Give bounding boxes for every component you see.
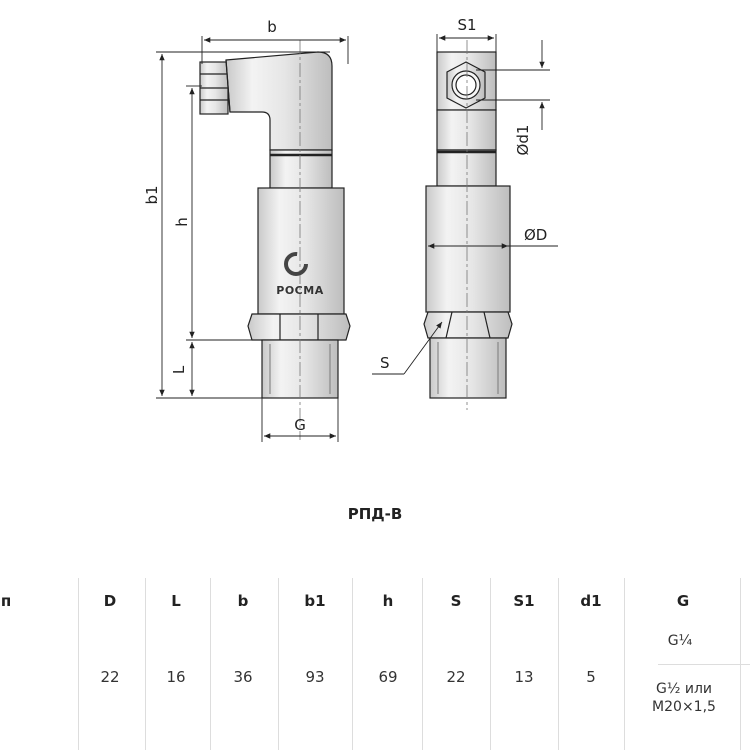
front-view xyxy=(199,51,351,399)
label-D: ØD xyxy=(524,226,547,244)
label-h: h xyxy=(173,217,191,227)
dim-h xyxy=(186,85,252,341)
table-divider xyxy=(422,578,423,750)
dim-b1 xyxy=(156,51,330,399)
dim-d1 xyxy=(476,40,550,130)
g-line-2: M20×1,5 xyxy=(652,699,716,715)
table-cell-b: 36 xyxy=(233,668,253,686)
table-cell-G-2: G½ или M20×1,5 xyxy=(639,680,729,716)
label-S: S xyxy=(380,354,390,372)
table-divider xyxy=(624,578,625,750)
label-G: G xyxy=(294,416,306,434)
table-header-S: S xyxy=(450,592,462,610)
side-view xyxy=(423,51,513,399)
table-divider xyxy=(278,578,279,750)
label-b1: b1 xyxy=(143,185,161,204)
dim-S1 xyxy=(436,34,497,54)
table-header-h: h xyxy=(382,592,394,610)
table-header-D: D xyxy=(103,592,117,610)
table-cell-G-1: G¼ xyxy=(667,633,693,649)
table-cell-b1: 93 xyxy=(305,668,325,686)
table-divider xyxy=(78,578,79,750)
table-header-S1: S1 xyxy=(513,592,535,610)
dim-G xyxy=(261,398,339,442)
logo-text: РОСМА xyxy=(276,284,323,297)
g-line-1: G½ или xyxy=(655,681,712,697)
table-header-L: L xyxy=(171,592,181,610)
dim-S xyxy=(372,321,443,375)
table-cell-S1: 13 xyxy=(514,668,534,686)
table-cell-h: 69 xyxy=(378,668,398,686)
table-header-n: п xyxy=(0,592,12,610)
table-divider xyxy=(490,578,491,750)
label-S1: S1 xyxy=(457,16,476,34)
label-b: b xyxy=(267,18,277,36)
table-divider xyxy=(145,578,146,750)
rosma-logo: РОСМА xyxy=(276,252,323,297)
table-cell-S: 22 xyxy=(446,668,466,686)
model-title: РПД-В xyxy=(347,505,403,523)
table-header-d1: d1 xyxy=(580,592,602,610)
table-divider xyxy=(352,578,353,750)
table-cell-D: 22 xyxy=(100,668,120,686)
table-cell-L: 16 xyxy=(166,668,186,686)
dim-b xyxy=(201,36,349,64)
technical-drawing: РОСМА b b1 h L G xyxy=(143,16,558,442)
label-d1: Ød1 xyxy=(514,125,532,156)
table-header-b: b xyxy=(237,592,249,610)
table-cell-d1: 5 xyxy=(586,668,596,686)
table-header-G: G xyxy=(676,592,690,610)
table-header-b1: b1 xyxy=(304,592,326,610)
label-L: L xyxy=(170,365,188,374)
table-divider xyxy=(658,664,750,665)
table-divider xyxy=(558,578,559,750)
table-divider xyxy=(210,578,211,750)
